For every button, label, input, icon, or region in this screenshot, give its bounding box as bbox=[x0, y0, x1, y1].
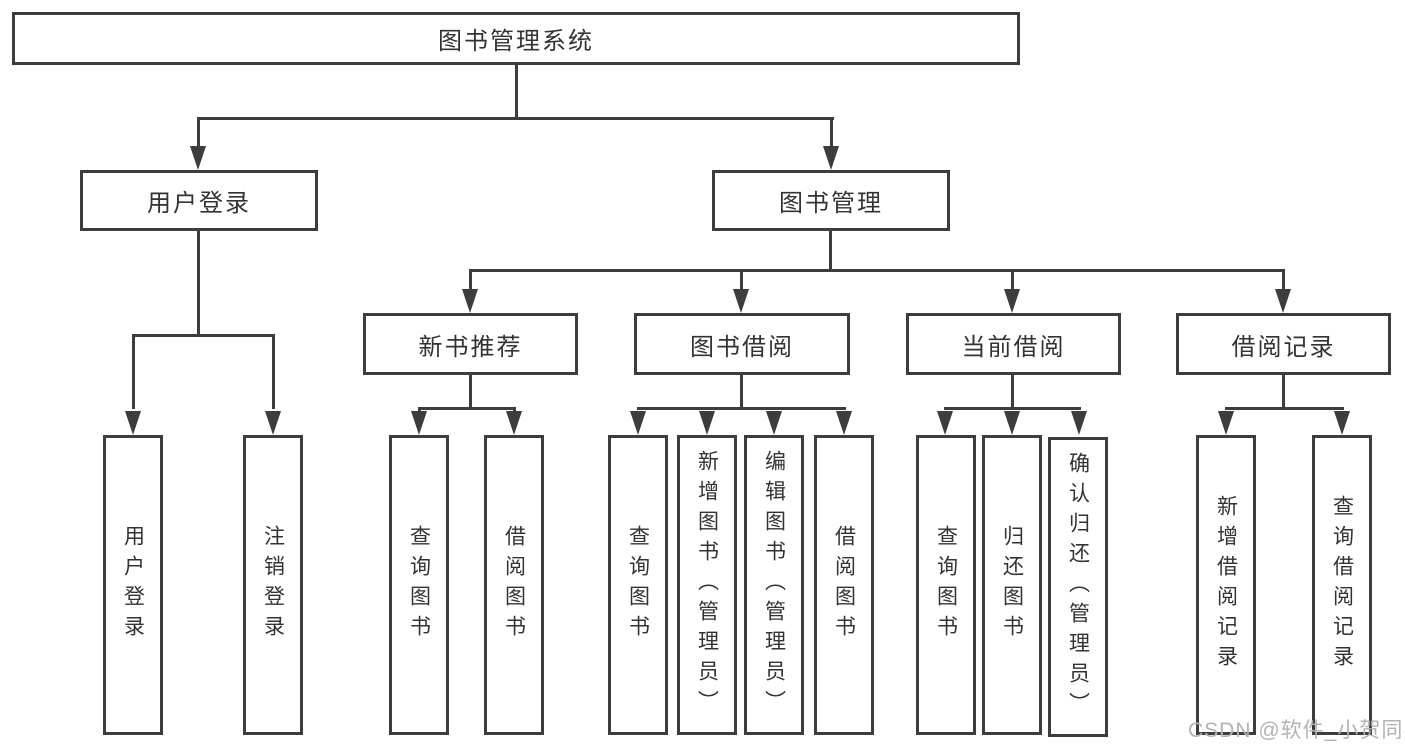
edge-line bbox=[740, 269, 743, 291]
arrow-down-icon bbox=[1004, 289, 1020, 313]
watermark: CSDN @软件_小贺同学 bbox=[1188, 719, 1405, 742]
edge-line bbox=[418, 407, 516, 410]
arrow-down-icon bbox=[766, 411, 782, 435]
arrow-down-icon bbox=[190, 146, 206, 170]
edge-line bbox=[132, 334, 135, 409]
node-label: 编辑图书（管理员） bbox=[762, 450, 786, 720]
edge-line bbox=[515, 65, 518, 119]
node-label: 查询图书 bbox=[934, 525, 958, 645]
edge-line bbox=[637, 407, 846, 410]
edge-line bbox=[1011, 269, 1014, 291]
node-label: 图书管理 bbox=[779, 190, 883, 217]
node-label: 新增借阅记录 bbox=[1214, 495, 1238, 675]
arrow-down-icon bbox=[836, 411, 852, 435]
edge-line bbox=[1225, 407, 1344, 410]
arrow-down-icon bbox=[733, 289, 749, 313]
leaf-return-book: 归还图书 bbox=[982, 435, 1042, 735]
leaf-add-book-admin: 新增图书（管理员） bbox=[677, 435, 737, 735]
node-book-management: 图书管理 bbox=[712, 170, 950, 231]
leaf-logout: 注销登录 bbox=[243, 435, 303, 735]
edge-line bbox=[740, 375, 743, 410]
node-new-book-recommend: 新书推荐 bbox=[363, 313, 578, 375]
edge-line bbox=[469, 375, 472, 410]
edge-line bbox=[272, 334, 275, 409]
edge-line bbox=[197, 117, 200, 148]
leaf-query-book-borrowing: 查询图书 bbox=[608, 435, 668, 735]
node-label: 图书借阅 bbox=[690, 333, 794, 361]
node-label: 借阅图书 bbox=[502, 525, 526, 645]
arrow-down-icon bbox=[823, 146, 839, 170]
arrow-down-icon bbox=[1071, 411, 1087, 435]
arrow-down-icon bbox=[265, 411, 281, 435]
node-label: 注销登录 bbox=[261, 525, 285, 645]
arrow-down-icon bbox=[630, 411, 646, 435]
edge-line bbox=[132, 334, 275, 337]
arrow-down-icon bbox=[1275, 289, 1291, 313]
leaf-borrow-book-recommend: 借阅图书 bbox=[484, 435, 544, 735]
node-label: 用户登录 bbox=[147, 190, 251, 217]
edge-line bbox=[1282, 269, 1285, 291]
leaf-add-borrow-record: 新增借阅记录 bbox=[1196, 435, 1256, 735]
arrow-down-icon bbox=[411, 411, 427, 435]
node-label: 借阅图书 bbox=[832, 525, 856, 645]
leaf-query-book-current: 查询图书 bbox=[916, 435, 976, 735]
node-label: 用户登录 bbox=[121, 525, 145, 645]
edge-line bbox=[469, 269, 1285, 272]
edge-line bbox=[1282, 375, 1285, 410]
leaf-edit-book-admin: 编辑图书（管理员） bbox=[744, 435, 804, 735]
arrow-down-icon bbox=[1334, 411, 1350, 435]
node-label: 图书管理系统 bbox=[438, 28, 594, 55]
arrow-down-icon bbox=[699, 411, 715, 435]
leaf-query-book-recommend: 查询图书 bbox=[389, 435, 449, 735]
arrow-down-icon bbox=[462, 289, 478, 313]
arrow-down-icon bbox=[937, 411, 953, 435]
node-label: 查询借阅记录 bbox=[1330, 495, 1354, 675]
node-user-login: 用户登录 bbox=[80, 170, 318, 231]
edge-line bbox=[197, 231, 200, 337]
arrow-down-icon bbox=[125, 411, 141, 435]
edge-line bbox=[1011, 375, 1014, 410]
node-book-borrowing: 图书借阅 bbox=[634, 313, 850, 375]
node-label: 借阅记录 bbox=[1231, 333, 1336, 361]
leaf-borrow-book: 借阅图书 bbox=[814, 435, 874, 735]
node-label: 归还图书 bbox=[1000, 525, 1024, 645]
node-borrowing-records: 借阅记录 bbox=[1176, 313, 1391, 375]
leaf-confirm-return-admin: 确认归还（管理员） bbox=[1048, 437, 1108, 737]
edge-line bbox=[469, 269, 472, 291]
edge-line bbox=[944, 407, 1081, 410]
edge-line bbox=[830, 117, 833, 148]
leaf-query-borrow-record: 查询借阅记录 bbox=[1312, 435, 1372, 735]
node-label: 确认归还（管理员） bbox=[1066, 452, 1090, 722]
node-label: 当前借阅 bbox=[961, 333, 1066, 361]
leaf-user-login: 用户登录 bbox=[103, 435, 163, 735]
arrow-down-icon bbox=[1004, 411, 1020, 435]
node-label: 新增图书（管理员） bbox=[695, 450, 719, 720]
node-current-borrowing: 当前借阅 bbox=[906, 313, 1121, 375]
edge-line bbox=[829, 231, 832, 272]
arrow-down-icon bbox=[1218, 411, 1234, 435]
node-label: 新书推荐 bbox=[418, 333, 523, 361]
node-library-system: 图书管理系统 bbox=[12, 12, 1020, 65]
edge-line bbox=[197, 117, 834, 120]
arrow-down-icon bbox=[506, 411, 522, 435]
node-label: 查询图书 bbox=[407, 525, 431, 645]
node-label: 查询图书 bbox=[626, 525, 650, 645]
